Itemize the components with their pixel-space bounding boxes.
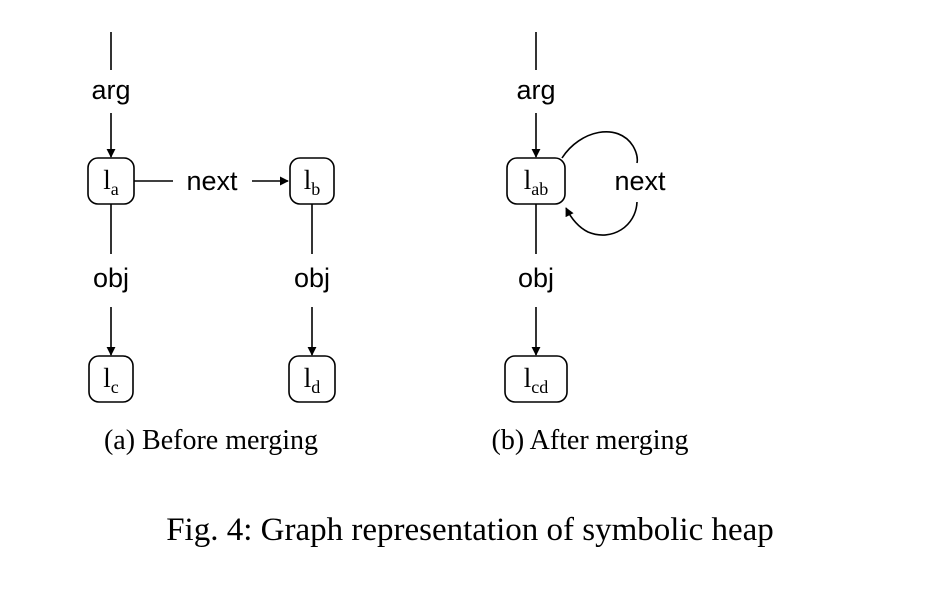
node-la-label: la xyxy=(103,165,119,199)
edge-label-next-b: next xyxy=(614,166,666,196)
node-ld-box xyxy=(288,355,336,403)
node-lcd-box xyxy=(504,355,568,403)
edge-label-obj-left: obj xyxy=(93,263,129,293)
panel-after-merging: arg lab next obj lcd (b) After merging xyxy=(492,32,689,456)
node-lc-label: lc xyxy=(103,363,119,397)
panel-before-merging: arg la next lb obj lc obj xyxy=(87,32,336,456)
edge-label-obj-right: obj xyxy=(294,263,330,293)
edge-label-arg-b: arg xyxy=(516,75,555,105)
node-ld-label: ld xyxy=(304,363,321,397)
node-lb-label: lb xyxy=(304,165,321,199)
edge-next-self-loop-top xyxy=(561,131,639,164)
edge-label-next: next xyxy=(186,166,238,196)
figure-caption: Fig. 4: Graph representation of symbolic… xyxy=(166,512,774,548)
caption-after-merging: (b) After merging xyxy=(492,425,689,456)
caption-before-merging: (a) Before merging xyxy=(104,425,318,456)
edge-label-obj-b: obj xyxy=(518,263,554,293)
node-lcd-label: lcd xyxy=(524,363,549,397)
edge-label-arg: arg xyxy=(91,75,130,105)
edge-next-self-loop-bottom xyxy=(565,201,638,236)
node-lab-label: lab xyxy=(524,165,549,199)
node-lc-box xyxy=(88,355,134,403)
